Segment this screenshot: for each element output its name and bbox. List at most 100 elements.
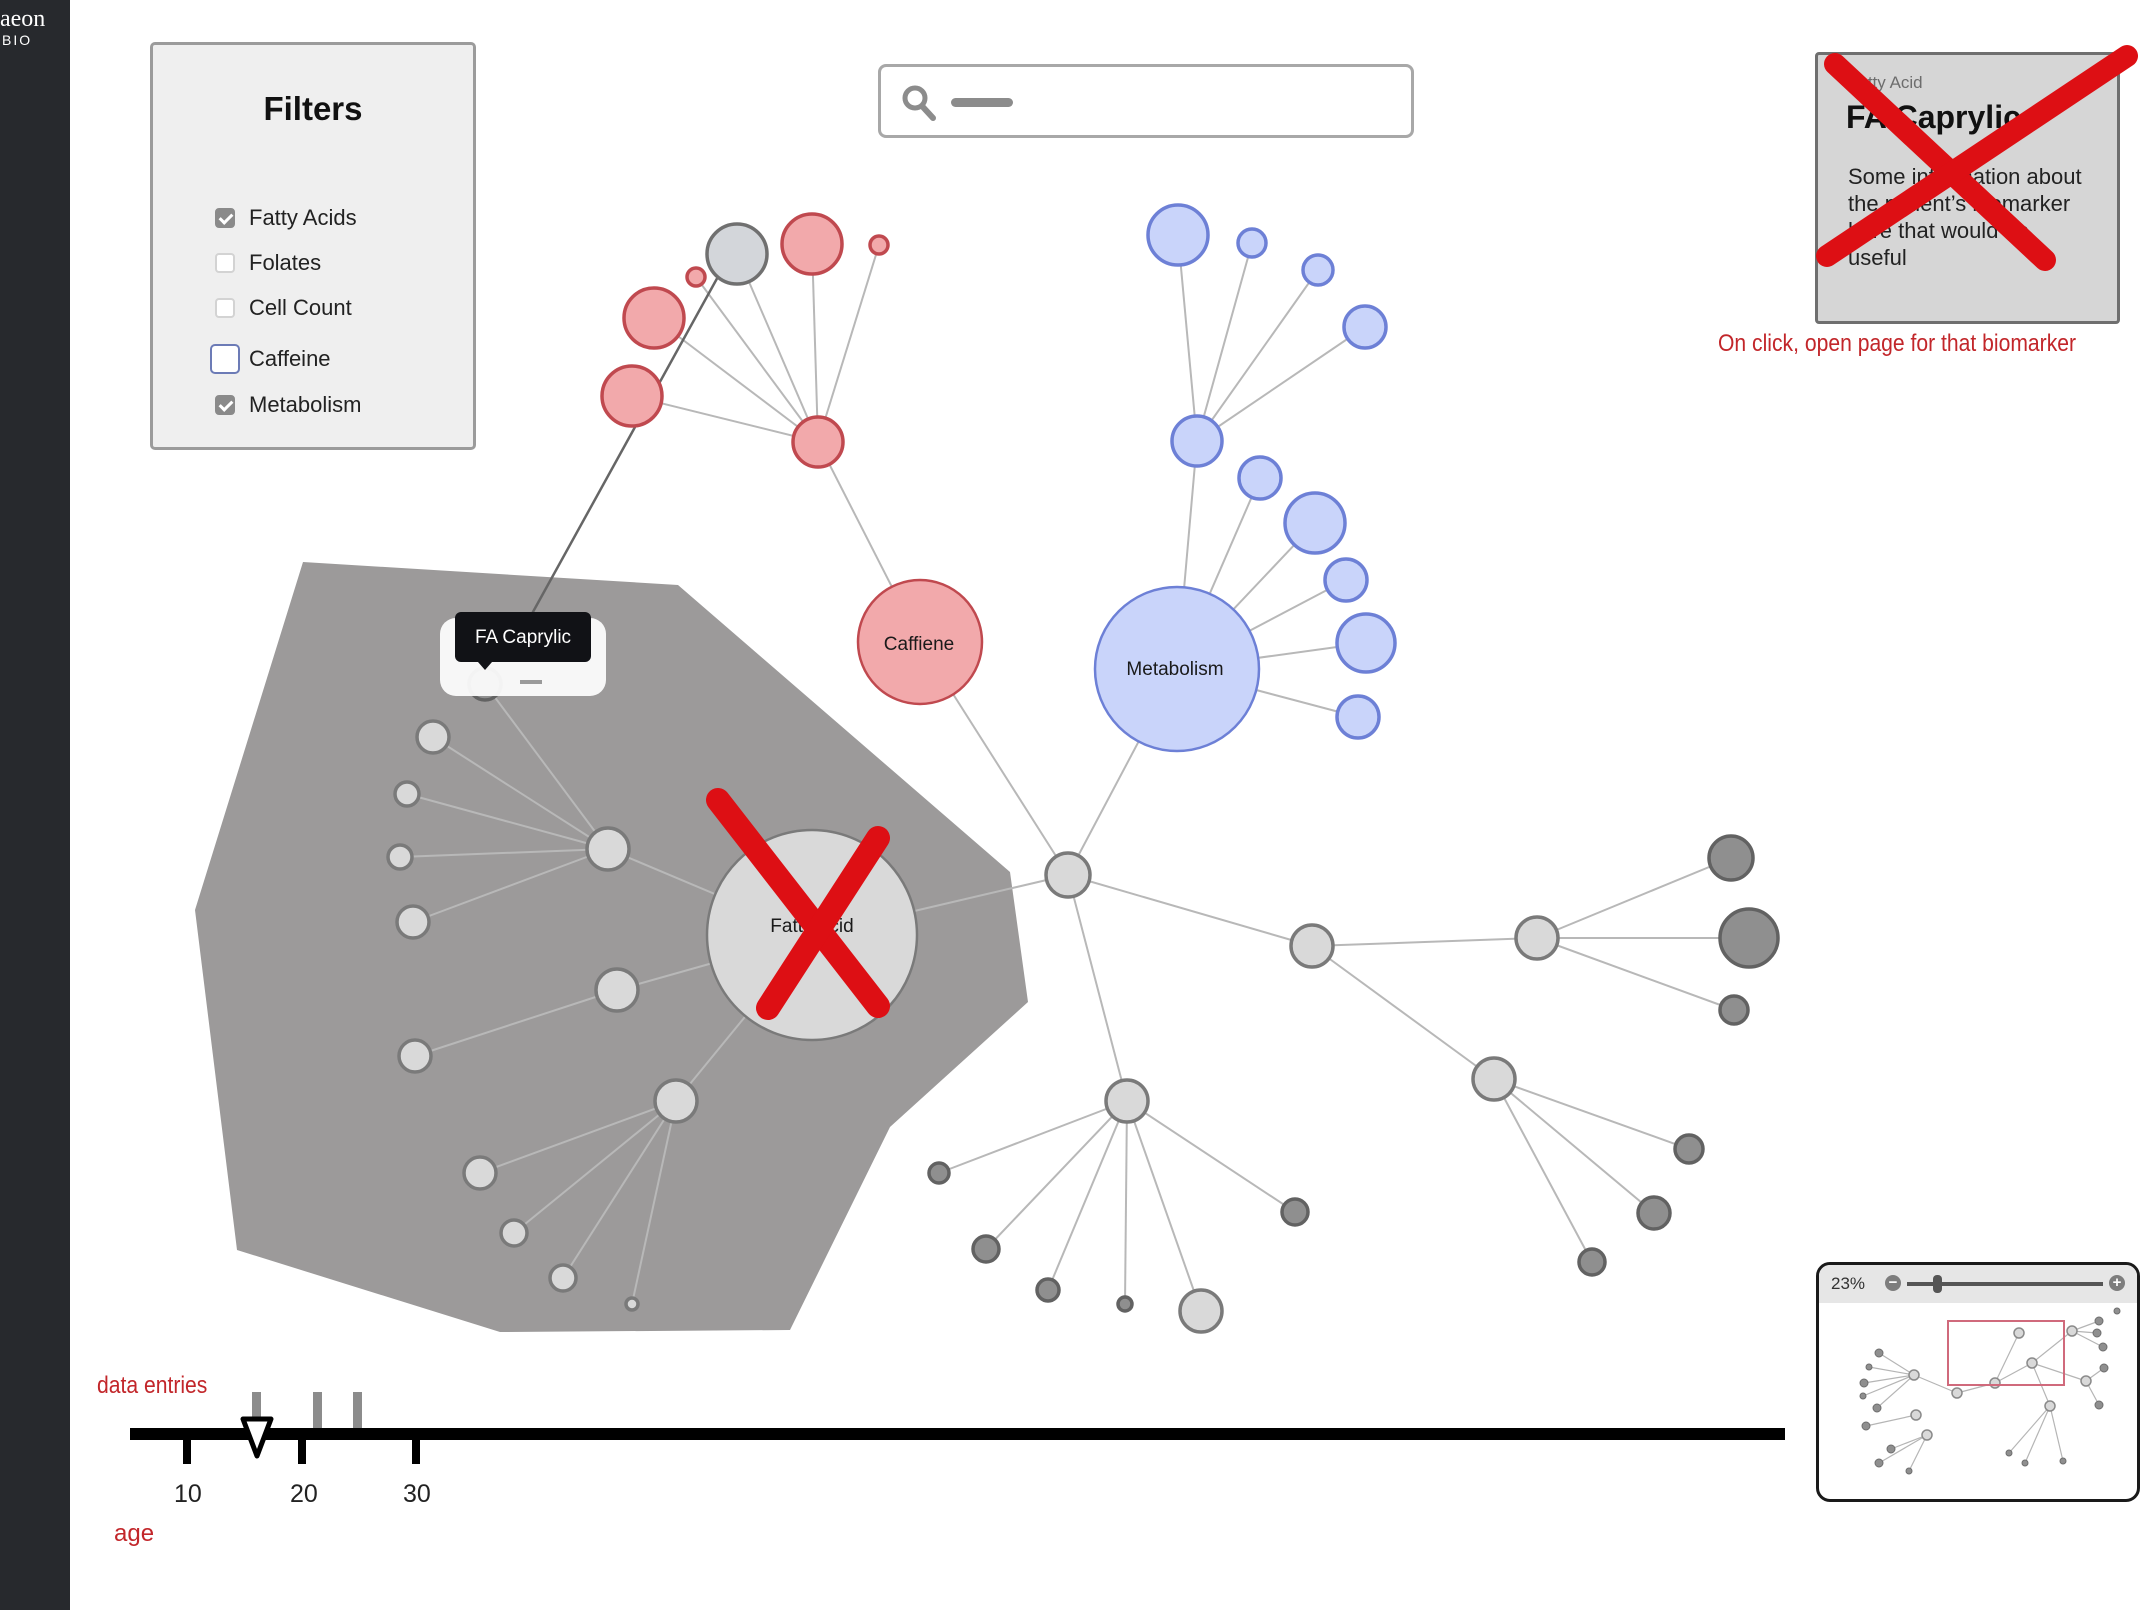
biomarker-node-r6[interactable]: [622, 286, 686, 350]
biomarker-node-g5[interactable]: [1718, 994, 1750, 1026]
graph-edge: [1493, 1078, 1690, 1150]
minimap[interactable]: 23% − +: [1816, 1262, 2140, 1502]
biomarker-node-b8[interactable]: [1323, 557, 1369, 603]
graph-edge: [484, 683, 609, 850]
minimap-view-rect[interactable]: [1947, 1320, 2065, 1386]
node-label-metabolism: Metabolism: [1126, 659, 1223, 680]
crossout-mark: [1816, 45, 2138, 271]
biomarker-node-b9[interactable]: [1335, 612, 1397, 674]
graph-edge: [1536, 857, 1732, 939]
timeline-tick: [412, 1432, 420, 1464]
biomarker-node-b3[interactable]: [1236, 227, 1268, 259]
graph-edge: [406, 793, 609, 850]
biomarker-node-b2[interactable]: [1146, 203, 1210, 267]
search-input[interactable]: [878, 64, 1414, 138]
biomarker-node-f7[interactable]: [462, 1155, 498, 1191]
biomarker-node-r4[interactable]: [868, 234, 890, 256]
checkbox-folates[interactable]: [215, 253, 235, 273]
graph-edge: [1047, 1100, 1128, 1291]
filters-panel: Filters Fatty Acids Folates Cell Count C…: [150, 42, 476, 450]
fatty-acid-cluster-highlight: [195, 562, 1028, 1332]
biomarker-node-r3[interactable]: [780, 212, 844, 276]
graph-edge: [1311, 945, 1495, 1080]
graph-edge: [736, 253, 819, 443]
biomarker-node-r1[interactable]: [791, 415, 845, 469]
biomarker-node-b7[interactable]: [1283, 491, 1347, 555]
graph-edge: [513, 1100, 677, 1234]
minimap-viewport[interactable]: [1819, 1303, 2140, 1502]
biomarker-node-g1[interactable]: [1289, 923, 1335, 969]
biomarker-node-r5[interactable]: [685, 266, 707, 288]
biomarker-node-b5[interactable]: [1342, 304, 1388, 350]
data-entry-marker[interactable]: [313, 1392, 322, 1430]
biomarker-node-f9[interactable]: [548, 1263, 578, 1293]
biomarker-node-g3[interactable]: [1707, 834, 1755, 882]
biomarker-node-g9[interactable]: [1577, 1247, 1607, 1277]
biomarker-node-g7[interactable]: [1673, 1133, 1705, 1165]
filter-label: Fatty Acids: [249, 205, 357, 230]
zoom-slider-track[interactable]: [1907, 1282, 2103, 1286]
graph-edge: [1536, 937, 1735, 1011]
filter-caffeine[interactable]: Caffeine: [210, 344, 331, 374]
biomarker-node-f10[interactable]: [624, 1296, 640, 1312]
biomarker-node-fh1[interactable]: [585, 826, 631, 872]
timeline-tick-label: 30: [403, 1480, 431, 1508]
graph-edge: [1126, 1100, 1296, 1213]
biomarker-node-fh2[interactable]: [594, 967, 640, 1013]
biomarker-node-f4[interactable]: [386, 843, 414, 871]
biomarker-node-h6[interactable]: [1178, 1288, 1224, 1334]
graph-edge: [1067, 874, 1313, 947]
age-timeline[interactable]: 10 20 30: [130, 1392, 1790, 1540]
search-icon: [902, 85, 936, 121]
graph-edge: [938, 1100, 1128, 1174]
filter-label: Metabolism: [249, 392, 362, 417]
timeline-position-marker[interactable]: [240, 1416, 274, 1460]
zoom-slider-thumb[interactable]: [1933, 1275, 1942, 1293]
checkbox-cell-count[interactable]: [215, 298, 235, 318]
zoom-in-button[interactable]: +: [2109, 1275, 2125, 1291]
graph-edge: [1124, 1100, 1128, 1305]
timeline-tick-label: 20: [290, 1480, 318, 1508]
biomarker-node-h2[interactable]: [927, 1161, 951, 1185]
biomarker-node-h4[interactable]: [1035, 1277, 1061, 1303]
biomarker-node-r7[interactable]: [600, 364, 664, 428]
biomarker-node-b10[interactable]: [1335, 694, 1381, 740]
zoom-out-button[interactable]: −: [1885, 1275, 1901, 1291]
biomarker-node-fh3[interactable]: [653, 1078, 699, 1124]
biomarker-node-g6[interactable]: [1471, 1056, 1517, 1102]
biomarker-node-g2[interactable]: [1514, 915, 1560, 961]
biomarker-node-h1[interactable]: [1104, 1078, 1150, 1124]
biomarker-node-f8[interactable]: [499, 1218, 529, 1248]
filter-folates[interactable]: Folates: [215, 248, 321, 278]
biomarker-node-r2[interactable]: [705, 222, 769, 286]
biomarker-node-b6[interactable]: [1237, 455, 1283, 501]
checkbox-fatty-acids[interactable]: [215, 208, 235, 228]
biomarker-node-h5[interactable]: [1116, 1295, 1134, 1313]
biomarker-node-g4[interactable]: [1718, 907, 1780, 969]
biomarker-node-b4[interactable]: [1301, 253, 1335, 287]
biomarker-node-b1[interactable]: [1170, 414, 1224, 468]
biomarker-node-f6[interactable]: [397, 1038, 433, 1074]
biomarker-node-g8[interactable]: [1636, 1195, 1672, 1231]
filter-metabolism[interactable]: Metabolism: [215, 390, 361, 420]
graph-edge: [1311, 937, 1538, 947]
biomarker-node-hubC[interactable]: [1044, 851, 1092, 899]
filter-cell-count[interactable]: Cell Count: [215, 293, 352, 323]
checkbox-caffeine[interactable]: [210, 344, 240, 374]
biomarker-node-f5[interactable]: [395, 904, 431, 940]
data-entry-marker[interactable]: [353, 1392, 362, 1430]
biomarker-node-caff[interactable]: [856, 578, 984, 706]
filter-label: Caffeine: [249, 346, 331, 371]
biomarker-node-f3[interactable]: [393, 780, 421, 808]
biomarker-node-meta[interactable]: [1093, 585, 1261, 753]
checkbox-metabolism[interactable]: [215, 395, 235, 415]
biomarker-node-f2[interactable]: [415, 719, 451, 755]
graph-edge: [1493, 1078, 1655, 1214]
data-entry-marker[interactable]: [252, 1392, 261, 1430]
graph-edge: [414, 989, 618, 1057]
filter-fatty-acids[interactable]: Fatty Acids: [215, 203, 357, 233]
biomarker-node-h3[interactable]: [971, 1234, 1001, 1264]
biomarker-node-h7[interactable]: [1280, 1197, 1310, 1227]
graph-edge: [985, 1100, 1128, 1250]
